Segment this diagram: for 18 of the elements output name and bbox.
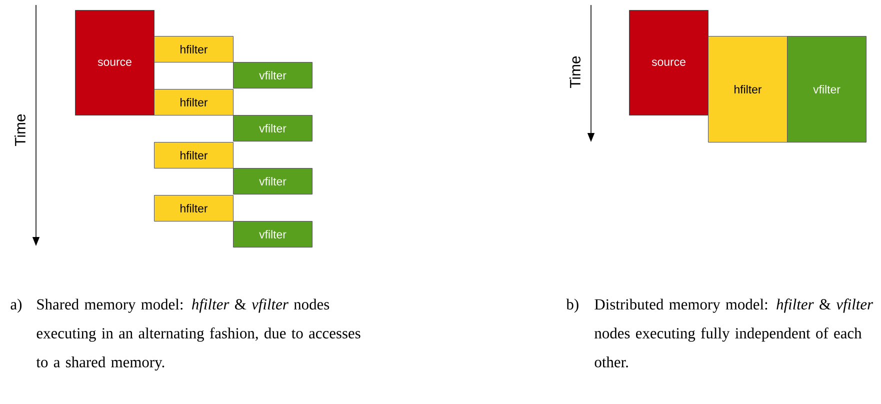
caption-text: Shared memory model: hfilter & vfilter nodes executing in an alternating fashion, due to accesses to a shared memory. [36, 298, 360, 371]
vfilter-box: vfilter [787, 36, 866, 142]
hfilter-box: hfilter [154, 195, 234, 222]
caption-marker: a) [10, 298, 22, 313]
vfilter-box: vfilter [233, 168, 312, 194]
vfilter-box: vfilter [233, 115, 312, 142]
axis-label: Time [570, 56, 580, 88]
hfilter-box: hfilter [154, 89, 234, 116]
axis-label: Time [14, 114, 26, 146]
hfilter-box: hfilter [154, 142, 234, 168]
hfilter-box: hfilter [154, 36, 234, 62]
hfilter-box: hfilter [708, 36, 788, 142]
vfilter-box: vfilter [233, 221, 312, 248]
caption-text: Distributed memory model: hfilter & vfilter nodes executing fully independent of each other. [594, 298, 874, 368]
source-box: source [75, 10, 154, 116]
caption-marker: b) [566, 298, 578, 313]
source-box: source [629, 10, 708, 116]
vfilter-box: vfilter [233, 62, 312, 88]
